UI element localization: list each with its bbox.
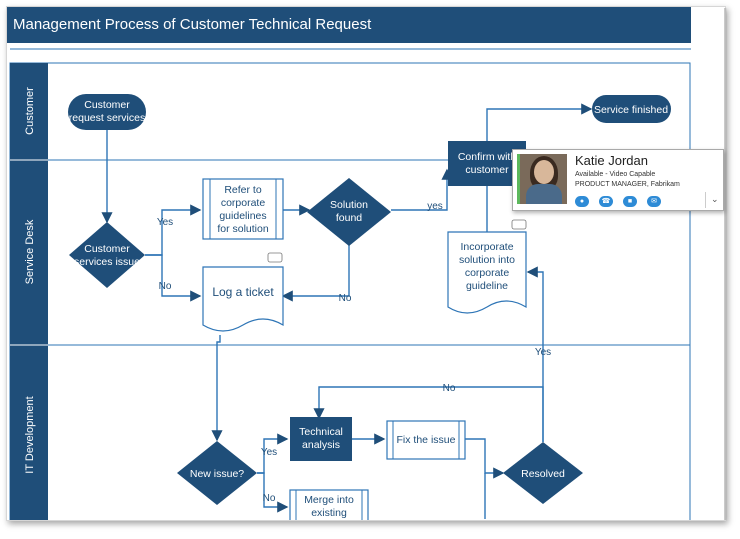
subprocess-refer bbox=[202, 178, 284, 240]
diagram-title: Management Process of Customer Technical… bbox=[7, 7, 691, 43]
edge-label: yes bbox=[427, 201, 443, 212]
contact-card[interactable]: Katie Jordan Available - Video Capable P… bbox=[512, 149, 724, 211]
node-text: customer bbox=[465, 164, 509, 176]
node-text: request services bbox=[69, 112, 145, 124]
node-text: Technical bbox=[299, 426, 343, 438]
node-text: services issue bbox=[74, 256, 140, 268]
node-text: Customer bbox=[84, 243, 130, 255]
lane-label-it-development: IT Development bbox=[24, 396, 36, 473]
edge-label: No bbox=[159, 281, 172, 292]
node-text: Incorporate bbox=[460, 241, 513, 253]
contact-role: PRODUCT MANAGER bbox=[575, 181, 647, 188]
node-text: analysis bbox=[302, 439, 340, 451]
node-text: Merge into bbox=[304, 494, 354, 506]
subprocess-merge bbox=[289, 489, 369, 520]
node-text: corporate bbox=[221, 197, 266, 209]
edge-label: Yes bbox=[157, 217, 173, 228]
comment-icon[interactable] bbox=[267, 252, 283, 263]
comment-icon[interactable] bbox=[511, 219, 527, 230]
node-text: Service finished bbox=[594, 104, 668, 116]
document-incorporate bbox=[447, 231, 527, 314]
edge-label: No bbox=[263, 493, 276, 504]
document-log-ticket bbox=[202, 266, 284, 332]
diagram-card: Customer Service Desk IT Development Cus… bbox=[6, 6, 726, 521]
node-text: guidelines bbox=[219, 210, 266, 222]
edge-label: Yes bbox=[261, 447, 277, 458]
decision-customer-issue bbox=[69, 222, 145, 288]
contact-company: Fabrikam bbox=[650, 181, 680, 188]
process-technical-analysis bbox=[290, 417, 352, 461]
video-icon[interactable]: ■ bbox=[623, 196, 637, 207]
email-icon[interactable]: ✉ bbox=[647, 196, 661, 207]
decision-solution-found bbox=[307, 178, 391, 246]
node-text: Solution bbox=[330, 199, 368, 211]
lane-header-customer bbox=[10, 63, 48, 160]
subprocess-fix-issue bbox=[386, 420, 466, 460]
card-shadow bbox=[724, 8, 727, 520]
end-service-finished bbox=[592, 95, 671, 123]
node-text: Refer to bbox=[224, 184, 262, 196]
node-text: found bbox=[336, 212, 362, 224]
contact-title: PRODUCT MANAGER, Fabrikam bbox=[575, 181, 680, 188]
avatar[interactable] bbox=[517, 154, 567, 204]
lane-header-it-development bbox=[10, 345, 48, 520]
lane-label-service-desk: Service Desk bbox=[24, 219, 36, 284]
call-icon[interactable]: ☎ bbox=[599, 196, 613, 207]
edge-label: No bbox=[443, 383, 456, 394]
node-text: corporate bbox=[465, 267, 510, 279]
edge-label: No bbox=[339, 293, 352, 304]
node-text: for solution bbox=[217, 223, 269, 235]
flowchart: Customer Service Desk IT Development Cus… bbox=[9, 48, 691, 520]
edge-label: Yes bbox=[535, 347, 551, 358]
divider bbox=[705, 192, 706, 208]
node-text: guideline bbox=[466, 280, 508, 292]
decision-resolved bbox=[503, 442, 583, 504]
lane-label-customer: Customer bbox=[24, 87, 36, 135]
presence-status: Available - Video Capable bbox=[575, 171, 656, 178]
lane-header-service-desk bbox=[10, 160, 48, 345]
node-text: existing bbox=[311, 507, 347, 519]
node-text: New issue? bbox=[190, 468, 244, 480]
node-text: Customer bbox=[84, 99, 130, 111]
node-text: solution into bbox=[459, 254, 515, 266]
chevron-down-icon[interactable]: ⌄ bbox=[711, 194, 719, 204]
decision-new-issue bbox=[177, 441, 257, 505]
contact-name: Katie Jordan bbox=[575, 153, 648, 168]
node-text: Log a ticket bbox=[212, 285, 274, 299]
start-customer-request bbox=[68, 94, 146, 130]
node-text: Fix the issue bbox=[397, 434, 456, 446]
chat-icon[interactable]: ● bbox=[575, 196, 589, 207]
node-text: Resolved bbox=[521, 468, 565, 480]
node-text: Confirm with bbox=[458, 151, 517, 163]
